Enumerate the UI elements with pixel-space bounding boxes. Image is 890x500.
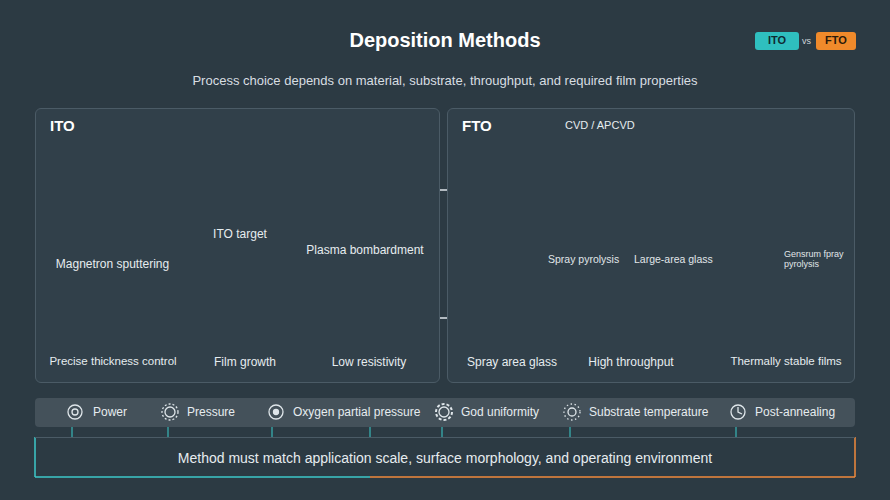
- method-panel: FTO CVD / APCVD Spray area glass High throu…: [447, 108, 855, 383]
- node-label: Precise thickness control: [49, 355, 176, 369]
- band-accents-part: [370, 476, 855, 478]
- node-label: Plasma bombardment: [306, 243, 423, 257]
- band-accents-part: [854, 437, 856, 477]
- subtitle: Process choice depends on material, subs…: [0, 73, 890, 89]
- badge: FTO: [816, 32, 856, 50]
- node-label: ITO target: [213, 227, 267, 241]
- process-step: Film growth: [208, 290, 282, 370]
- title: Deposition Methods: [0, 28, 890, 52]
- band-accents-part-part: [735, 427, 737, 437]
- apparatus: CVD / APCVD: [465, 114, 850, 245]
- band-accents-part-part: [369, 427, 371, 437]
- parameter-icons: [68, 404, 745, 420]
- process-step: High throughput: [585, 285, 676, 370]
- band-accents-part-part: [271, 427, 273, 437]
- spray-note: Gensrum fpray pyrolysis: [784, 250, 850, 270]
- parameter-icons-part: [439, 407, 449, 417]
- parameter-icons-part: [72, 409, 78, 415]
- band-accents-part: [72, 427, 736, 437]
- badge: ITO: [755, 32, 799, 50]
- parameter-bar: Power Pressure Oxygen partial pressure God …: [35, 398, 855, 427]
- process-step: ITO target: [200, 155, 280, 242]
- band-accents-part-part: [167, 427, 169, 437]
- band-accents: [35, 427, 855, 477]
- process-step: Low resistivity: [318, 290, 420, 370]
- method-panel: ITO Magnetron sputtering ITO targetPlasma …: [35, 108, 440, 383]
- parameter-label: Post-annealing: [755, 405, 835, 419]
- panel-heading: FTO: [462, 117, 492, 135]
- band-accents-part-part: [71, 427, 73, 437]
- parameter-icons-part: [738, 407, 742, 414]
- band-accents-part-part: [441, 427, 443, 437]
- parameter-icons-part: [162, 404, 178, 420]
- parameter-icons-part: [564, 404, 580, 420]
- process-step: Plasma bombardment: [300, 160, 430, 258]
- node-label: Thermally stable films: [730, 355, 841, 369]
- parameter-icons-part: [274, 410, 279, 415]
- panel-heading: ITO: [50, 117, 75, 135]
- substrate-label: Large-area glass: [634, 253, 713, 266]
- parameter-label: God uniformity: [461, 405, 539, 419]
- parameter-label: Pressure: [187, 405, 235, 419]
- parameter-icons-part: [436, 404, 452, 420]
- parameter-icons-part: [269, 405, 283, 419]
- process-step: Thermally stable films: [722, 290, 850, 370]
- vs-label: vs: [802, 36, 811, 47]
- parameter-icons-part: [68, 405, 82, 419]
- parameter-icons-part: [568, 408, 576, 416]
- parameter-label: Substrate temperature: [589, 405, 708, 419]
- node-label: Method must match application scale, sur…: [178, 450, 712, 467]
- process-step: Magnetron sputtering: [45, 138, 180, 272]
- node-label: Spray area glass: [467, 355, 557, 369]
- band-accents-part-part: [569, 427, 571, 437]
- node-label: Film growth: [214, 355, 276, 369]
- parameter-label: Power: [93, 405, 127, 419]
- summary-band: Method must match application scale, sur…: [35, 437, 855, 477]
- process-label: Spray pyrolysis: [548, 253, 619, 266]
- node-label: CVD / APCVD: [565, 119, 635, 132]
- node-label: ITO: [768, 34, 786, 47]
- parameter-icons-part: [165, 407, 175, 417]
- parameter-icons-part: [731, 405, 745, 419]
- node-label: Magnetron sputtering: [56, 257, 169, 271]
- parameter-bar: [35, 398, 855, 427]
- process-step: Spray area glass: [458, 270, 566, 370]
- parameter-label: Oxygen partial pressure: [293, 405, 420, 419]
- node-label: Low resistivity: [332, 355, 407, 369]
- band-accents-part: [35, 476, 370, 478]
- node-label: High throughput: [588, 355, 673, 369]
- process-step: Precise thickness control: [38, 290, 188, 370]
- node-label: FTO: [825, 34, 847, 47]
